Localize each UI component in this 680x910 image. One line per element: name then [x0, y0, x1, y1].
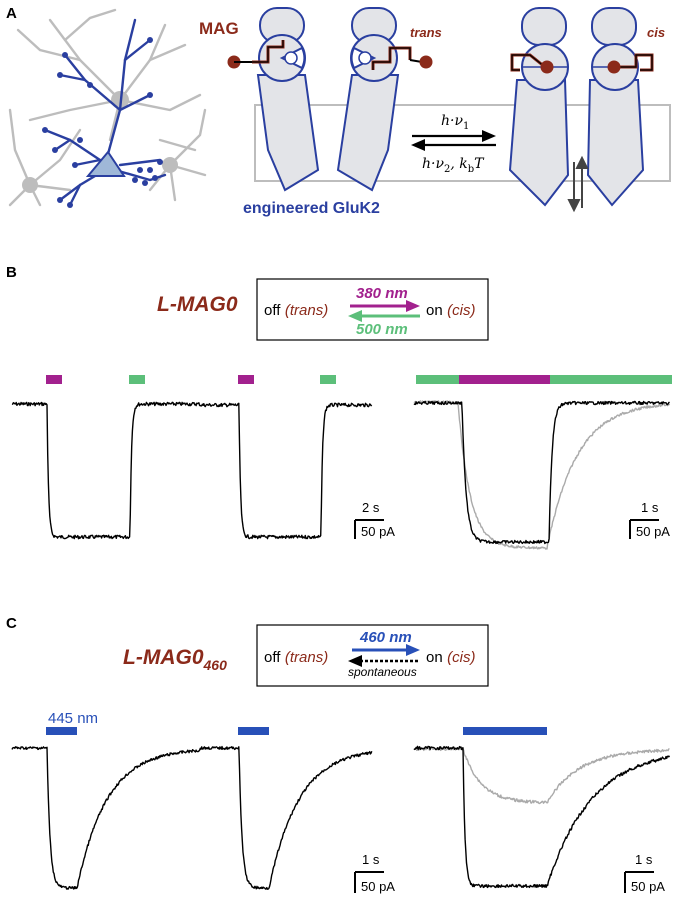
- panel-b-wl-forward: 380 nm: [356, 285, 408, 302]
- receptor-label: engineered GluK2: [243, 200, 380, 217]
- panel-c-on-state: on (cis): [426, 649, 475, 666]
- panel-c-wl-forward: 460 nm: [359, 629, 412, 646]
- panel-c-letter: C: [6, 615, 17, 632]
- panel-c-scale-bars: [354, 871, 654, 893]
- panel-b-right-trace-gray: [413, 400, 671, 550]
- trans-label: trans: [410, 25, 442, 40]
- panel-c-right-trace-gray: [413, 746, 670, 805]
- glu-receptor-cis: [508, 7, 645, 207]
- panel-b-traces: [11, 400, 671, 550]
- panel-c-scale-left-current: 50 pA: [361, 879, 395, 894]
- panel-b-compound: L-MAG0: [157, 293, 238, 316]
- neuron-illustration: [8, 8, 207, 208]
- panel-c-right-trace-black: [413, 745, 671, 889]
- forward-photon-label: h·ν1: [441, 113, 469, 132]
- panel-c-left-trace: [11, 745, 373, 890]
- panel-b-wl-reverse: 500 nm: [356, 321, 408, 338]
- cis-label: cis: [647, 25, 665, 40]
- panel-b-scale-right-current: 50 pA: [636, 524, 670, 539]
- membrane: [254, 104, 671, 182]
- panel-b-left-trace: [11, 401, 373, 540]
- panel-b-scale-left-time: 2 s: [362, 500, 380, 515]
- panel-b-letter: B: [6, 264, 17, 281]
- glu-receptor-trans: [256, 7, 400, 192]
- panel-b-off-state: off (trans): [264, 302, 328, 319]
- mag-cis-linker: [510, 53, 654, 74]
- panel-c-scale-left-time: 1 s: [362, 852, 380, 867]
- gating-arrows: [567, 155, 589, 213]
- panel-c-scale-right-time: 1 s: [635, 852, 653, 867]
- panel-c-legend-box: [256, 624, 489, 687]
- panel-c-scale-right-current: 50 pA: [631, 879, 665, 894]
- panel-b-scale-left-current: 50 pA: [361, 524, 395, 539]
- panel-c-legend-arrows: [348, 644, 420, 667]
- mag-label: MAG: [199, 19, 239, 38]
- panel-c-stim-label: 445 nm: [48, 710, 98, 727]
- panel-b-legend-arrows: [348, 300, 420, 322]
- panel-c-traces: [11, 745, 671, 890]
- panel-b-stim-bars: [46, 375, 672, 384]
- panel-b-on-state: on (cis): [426, 302, 475, 319]
- panel-c-off-state: off (trans): [264, 649, 328, 666]
- mag-trans-linker: [227, 40, 433, 70]
- panel-b-legend-box: [256, 278, 489, 341]
- panel-a-letter: A: [6, 5, 17, 22]
- panel-c-stim-bars: [46, 727, 547, 735]
- isomerization-arrows: [411, 130, 496, 151]
- reverse-photon-label: h·ν2, kbT: [422, 156, 485, 175]
- panel-b-scale-right-time: 1 s: [641, 500, 659, 515]
- panel-c-reverse-note: spontaneous: [348, 665, 417, 679]
- panel-b-right-trace-black: [413, 400, 670, 545]
- panel-c-compound: L-MAG0460: [123, 646, 227, 673]
- panel-b-scale-bars: [354, 519, 659, 539]
